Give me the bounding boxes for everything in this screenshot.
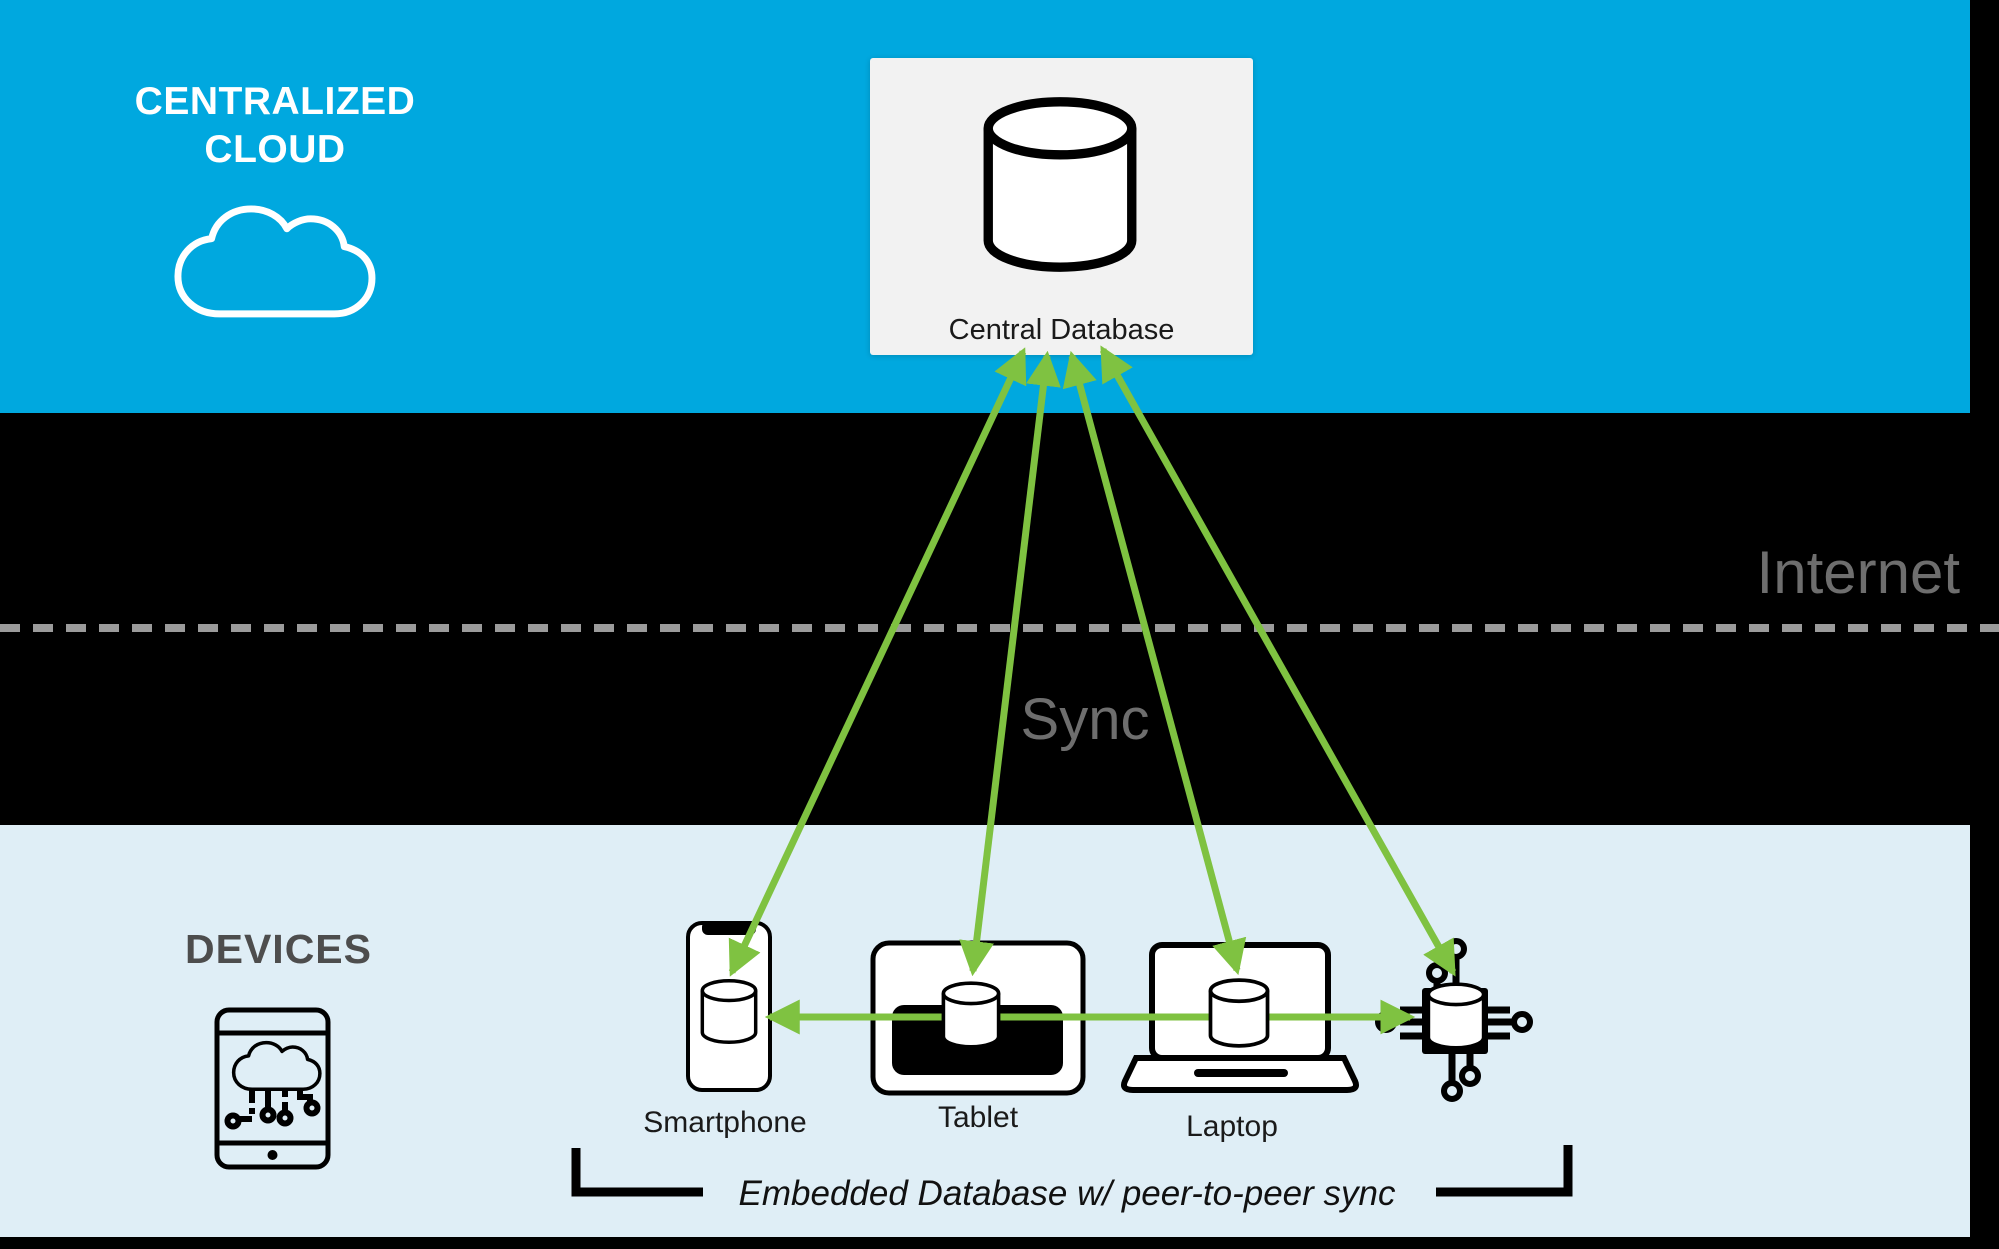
smartphone-label: Smartphone bbox=[643, 1106, 807, 1139]
tablet-database-icon bbox=[941, 981, 1001, 1049]
centralized-cloud-title-line2: CLOUD bbox=[204, 128, 346, 171]
cloud-icon bbox=[178, 209, 372, 314]
central-database-icon bbox=[988, 102, 1132, 267]
embedded-database-bracket bbox=[571, 1145, 1573, 1197]
centralized-cloud-title: CENTRALIZED CLOUD bbox=[100, 78, 450, 174]
laptop-label: Laptop bbox=[1186, 1110, 1278, 1143]
centralized-cloud-title-line1: CENTRALIZED bbox=[134, 80, 416, 123]
tablet-label: Tablet bbox=[937, 1101, 1019, 1134]
smartphone-database-icon bbox=[702, 981, 755, 1042]
sync-arrows bbox=[728, 345, 1457, 977]
chip-database-icon bbox=[1426, 982, 1486, 1050]
central-database-label: Central Database bbox=[948, 314, 1175, 346]
embedded-database-note: Embedded Database w/ peer-to-peer sync bbox=[738, 1174, 1396, 1213]
internet-label: Internet bbox=[1756, 539, 1960, 606]
devices-tablet-cloud-icon bbox=[214, 1007, 331, 1170]
laptop-database-icon bbox=[1210, 980, 1267, 1046]
devices-title: DEVICES bbox=[185, 926, 372, 972]
